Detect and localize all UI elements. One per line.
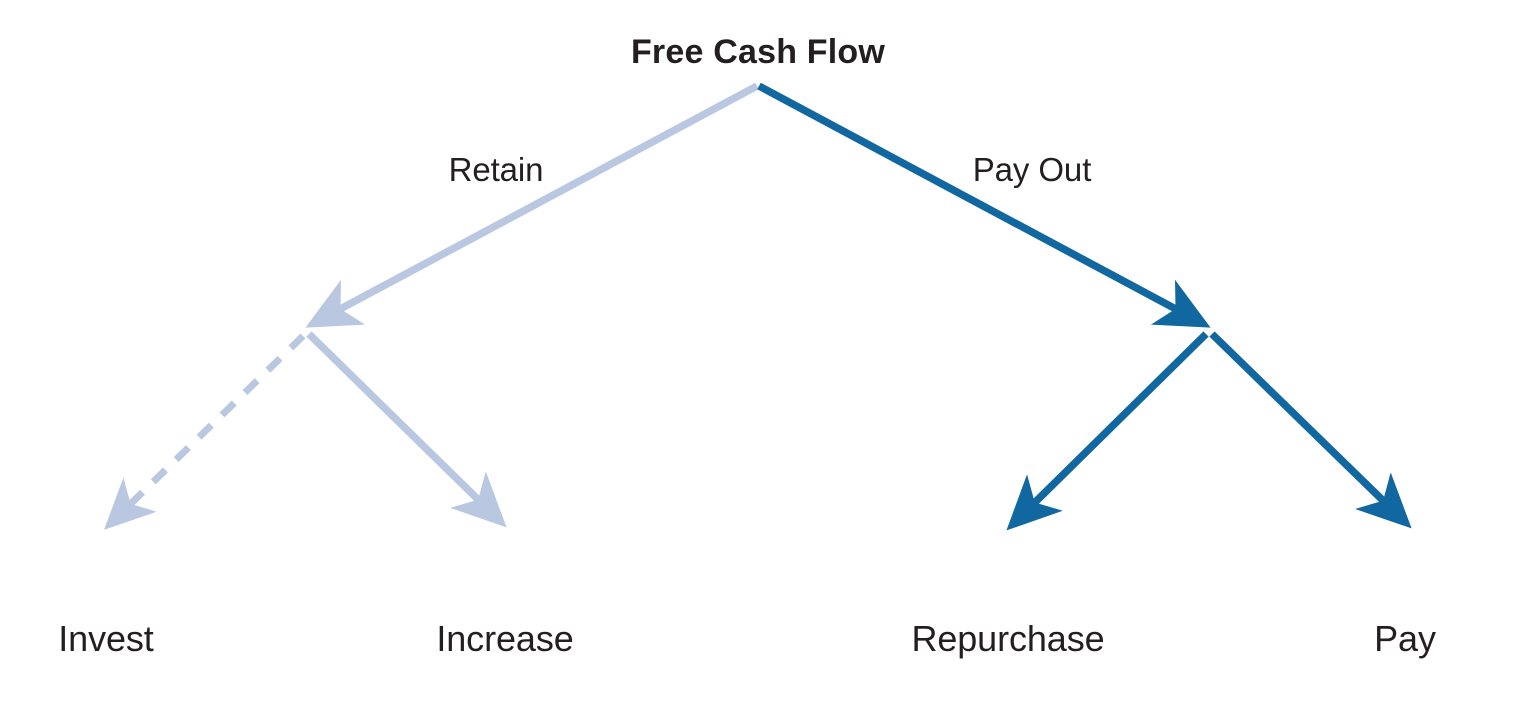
leaf-node-invest-in-new-projects: Invest in New Projects xyxy=(0,534,212,703)
leaf-line: Increase xyxy=(436,617,574,659)
branch-label-pay-out: Pay Out xyxy=(972,151,1092,188)
connector-root-to-retain xyxy=(305,82,759,328)
connector-retain-to-invest-in-new-projects xyxy=(103,333,306,530)
connector-root-to-payout xyxy=(757,82,1211,328)
connector-payout-to-pay-dividends xyxy=(1209,331,1412,529)
leaf-line: Repurchase xyxy=(911,617,1105,659)
leaf-node-increase-cash-reserves: Increase Cash Reserves xyxy=(395,534,615,703)
connector-payout-to-repurchase-shares xyxy=(1006,331,1209,531)
leaf-node-pay-dividends: Pay Dividends xyxy=(1288,534,1522,703)
leaf-line: Pay xyxy=(1374,617,1436,659)
leaf-line: Invest xyxy=(58,617,154,659)
branch-label-retain: Retain xyxy=(448,151,544,188)
leaf-node-repurchase-shares: Repurchase Shares xyxy=(878,534,1138,703)
root-node-label: Free Cash Flow xyxy=(630,33,886,71)
connector-retain-to-increase-cash-reserves xyxy=(306,331,507,528)
